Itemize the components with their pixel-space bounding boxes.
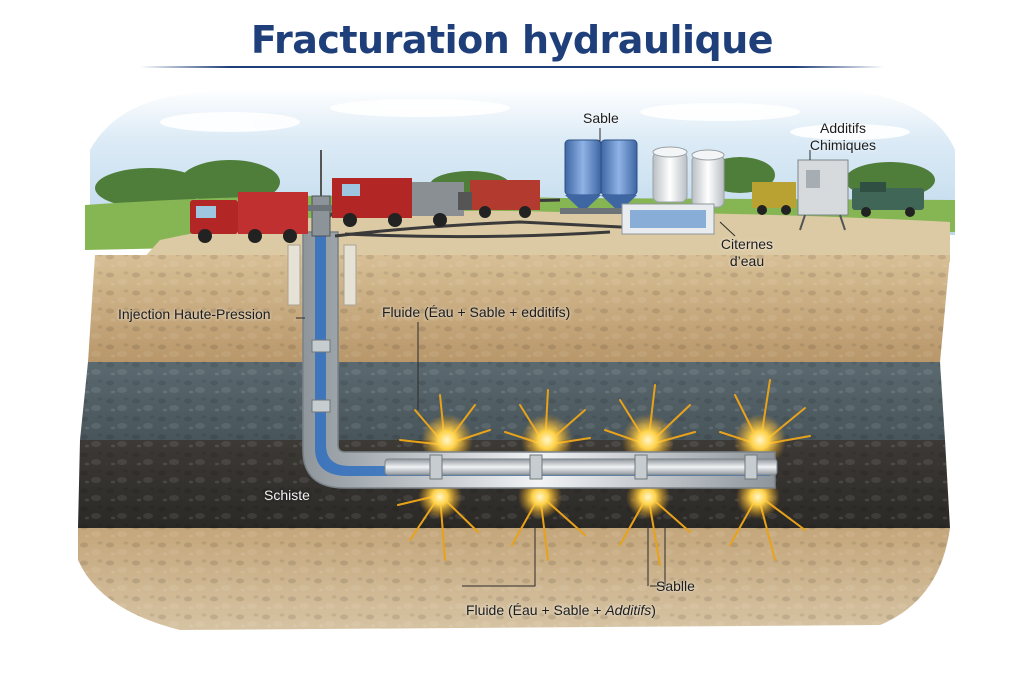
label-schiste: Schiste [264,487,310,503]
page-title: Fracturation hydraulique [250,18,774,62]
label-fluide-top: Fluide (Éau + Sable + edditifs) [382,304,571,320]
leader-lines [296,128,811,587]
pump-truck-icon [332,178,464,227]
water-tank-icon [652,146,725,208]
label-additifs-line2: Chimiques [809,137,877,153]
label-injection-haute-pression: Injection Haute-Pression [118,306,271,322]
label-citernes-line1: Citernes [720,236,774,252]
sand-silo-icon [560,139,644,214]
label-additifs-line1: Additifs [820,120,866,136]
pickup-truck-icon [852,182,924,217]
label-fluide-bottom-prefix: Fluide (Éau + Sable + [466,602,606,618]
wellhead-icon [306,150,336,237]
wellbore [287,231,778,489]
label-sable-silos: Sable [583,110,619,126]
label-citernes-line2: d’eau [729,253,765,269]
supply-truck-icon [752,182,796,215]
clouds [160,99,910,140]
label-sablle: Sablle [656,578,695,594]
pump-truck-icon [190,192,308,243]
label-citernes-eau: Citernes d’eau [712,236,782,270]
label-fluide-bottom-suffix: ) [651,602,656,618]
pump-truck-icon [458,180,540,218]
label-fluide-bottom: Fluide (Éau + Sable + Additifs) [466,602,656,618]
water-citern-icon [621,203,715,235]
label-additifs-chimiques: Additifs Chimiques [798,120,888,154]
title-underline [140,66,884,68]
label-fluide-bottom-italic: Additifs [605,602,652,618]
chemical-additive-unit-icon [797,159,849,231]
